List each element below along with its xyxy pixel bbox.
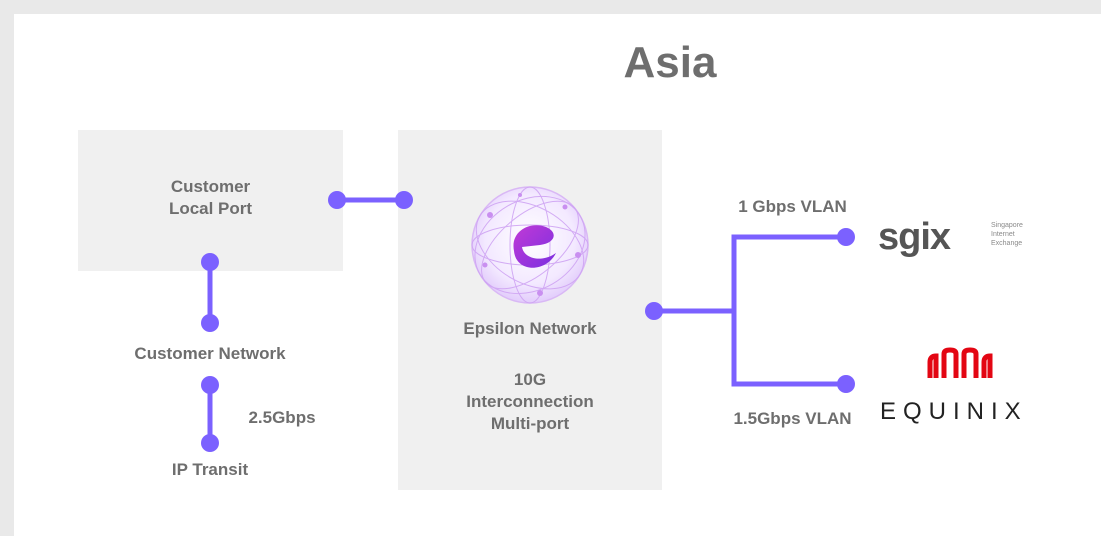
customer-network-label: Customer Network: [134, 344, 286, 363]
customer-local-port-label: Customer Local Port: [168, 177, 253, 218]
customer-local-port-box: [78, 130, 343, 271]
vlan-top-label: 1 Gbps VLAN: [738, 197, 847, 216]
epsilon-to-equinix-line: [731, 311, 846, 387]
transit-speed-label: 2.5Gbps: [248, 408, 316, 427]
equinix-logo: EQUINIX: [880, 346, 1040, 426]
epsilon-logo: [471, 186, 589, 304]
node-dot: [201, 434, 219, 452]
epsilon-to-sgix-line: [654, 234, 846, 314]
node-dot: [837, 375, 855, 393]
node-dot: [837, 228, 855, 246]
node-dot: [328, 191, 346, 209]
interconnection-label: 10G Interconnection Multi-port: [466, 370, 594, 433]
node-dot: [201, 253, 219, 271]
region-title: Asia: [623, 38, 717, 87]
epsilon-network-label: Epsilon Network: [463, 319, 597, 338]
node-dot: [201, 314, 219, 332]
ip-transit-label: IP Transit: [171, 460, 249, 479]
equinix-emblem: [927, 347, 993, 378]
sgix-logo: sgix Singapore Internet Exchange: [878, 216, 1038, 262]
node-dot: [395, 191, 413, 209]
sgix-tagline: Singapore Internet Exchange: [991, 222, 1023, 247]
equinix-wordmark: EQUINIX: [880, 398, 1028, 425]
node-dot: [201, 376, 219, 394]
left-border: [0, 0, 14, 536]
sgix-wordmark: sgix: [878, 216, 951, 258]
top-border: [0, 0, 1101, 14]
node-dot: [645, 302, 663, 320]
vlan-bottom-label: 1.5Gbps VLAN: [733, 409, 852, 428]
